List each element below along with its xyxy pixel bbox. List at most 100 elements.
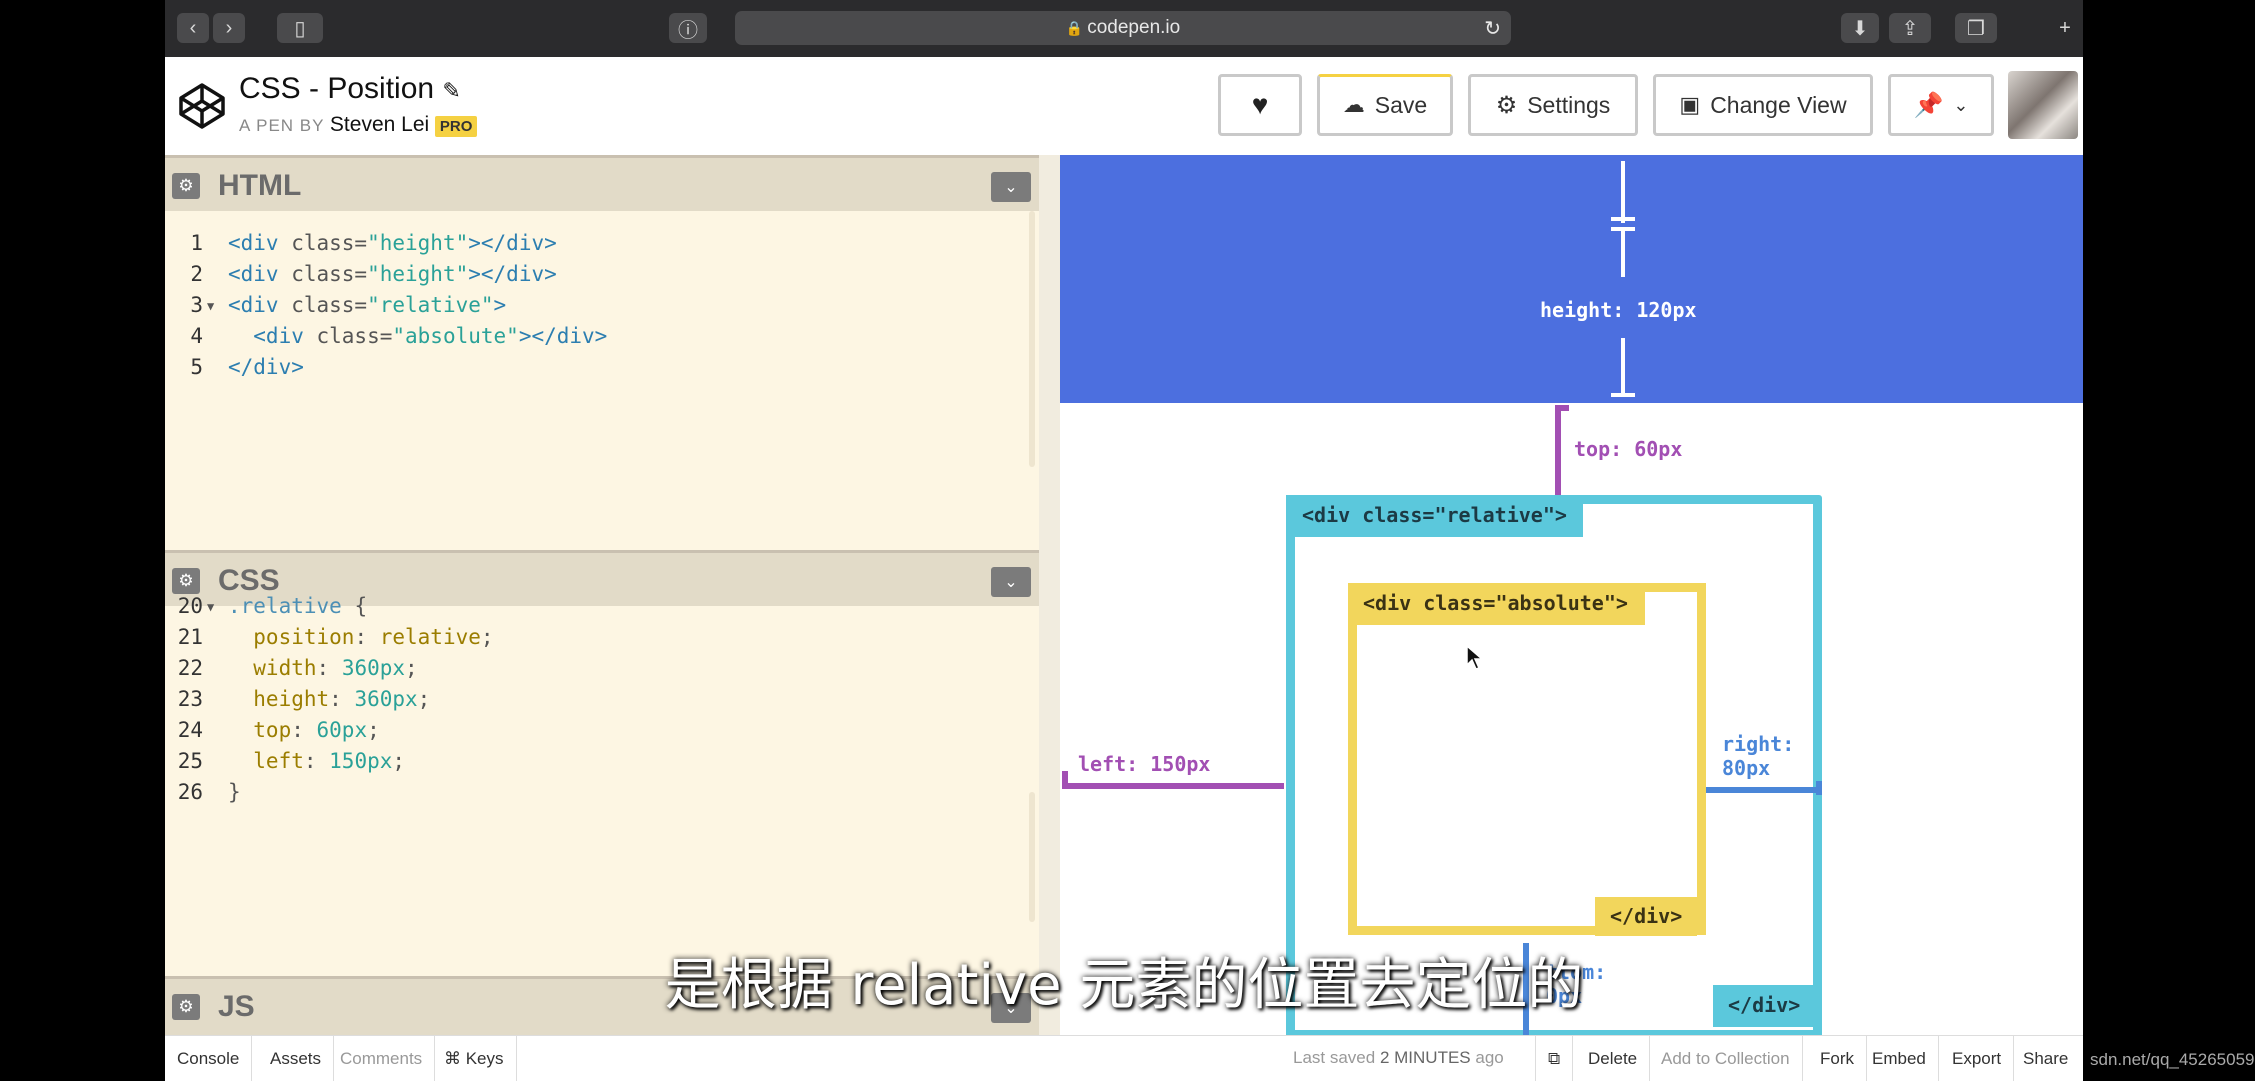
code-token: height <box>228 687 330 711</box>
code-token: class= <box>278 231 368 255</box>
css-settings-button[interactable]: ⚙ <box>172 568 200 594</box>
pencil-icon[interactable]: ✎ <box>442 78 461 103</box>
password-button[interactable]: ⓘ <box>669 13 707 43</box>
css-collapse-button[interactable]: ⌄ <box>991 567 1031 597</box>
line-number: 21 <box>177 625 203 649</box>
downloads-button[interactable]: ⬇ <box>1841 13 1879 43</box>
html-settings-button[interactable]: ⚙ <box>172 173 200 199</box>
css-code-area[interactable]: 20▼.relative {21 position: relative;22 w… <box>165 594 1039 976</box>
delete-button[interactable]: Delete <box>1576 1036 1651 1081</box>
code-token: left <box>228 749 304 773</box>
change-view-button[interactable]: ▣ Change View <box>1653 74 1873 136</box>
left-marker-cap <box>1062 771 1068 789</box>
address-bar[interactable]: 🔒 codepen.io ↻ <box>735 11 1511 45</box>
code-token: "height" <box>367 231 469 255</box>
chevron-down-icon: ⌄ <box>1004 1000 1018 1017</box>
share-button[interactable]: Share <box>2023 1048 2069 1068</box>
line-number: 5 <box>190 355 203 379</box>
download-icon: ⬇ <box>1851 17 1869 40</box>
share-browser-button[interactable]: ⇪ <box>1889 13 1931 43</box>
save-label: Save <box>1374 91 1428 118</box>
fork-button[interactable]: Fork <box>1808 1036 1867 1081</box>
code-token: class= <box>303 324 393 348</box>
resize-handle[interactable] <box>1039 155 1060 1035</box>
new-tab-button[interactable]: + <box>2051 13 2079 43</box>
html-collapse-button[interactable]: ⌄ <box>991 172 1031 202</box>
height-marker-bottom-cap <box>1611 393 1635 397</box>
code-token: width <box>228 656 317 680</box>
absolute-open-tag: <div class="absolute"> <box>1348 583 1645 625</box>
code-token: 60px <box>316 718 368 742</box>
tabs-icon: ❐ <box>1967 17 1985 40</box>
reload-icon[interactable]: ↻ <box>1484 17 1501 40</box>
code-text: <div class="relative"> <box>228 293 506 317</box>
fold-arrow-icon[interactable]: ▼ <box>207 299 215 313</box>
author-link[interactable]: Steven Lei <box>329 113 430 136</box>
view-icon: ▣ <box>1679 92 1701 117</box>
assets-button[interactable]: Assets <box>258 1036 335 1081</box>
code-token: ; <box>480 625 494 649</box>
height-label: height: 120px <box>1540 298 1697 322</box>
js-editor-title: JS <box>218 990 255 1023</box>
last-saved-suffix: ago <box>1475 1048 1504 1067</box>
bottom-label: ttom: 0px <box>1546 960 1606 1008</box>
last-saved-time: 2 MINUTES <box>1379 1048 1471 1067</box>
css-scrollbar[interactable] <box>1029 792 1035 922</box>
height-marker-top <box>1621 161 1625 223</box>
code-text: position: relative; <box>228 625 494 649</box>
top-marker <box>1555 405 1561 497</box>
right-marker <box>1706 787 1822 793</box>
video-subtitle: 是根据 relative 元素的位置去定位的 <box>664 953 1584 1018</box>
tabs-button[interactable]: ❐ <box>1955 13 1997 43</box>
embed-button[interactable]: Embed <box>1860 1036 1939 1081</box>
sidebar-toggle-button[interactable]: ▯ <box>277 13 323 43</box>
preview-pane: height: 120px top: 60px left: 150px <div… <box>1060 155 2083 1039</box>
code-token: ; <box>367 718 380 742</box>
css-editor-title: CSS <box>218 564 280 597</box>
code-text: left: 150px; <box>228 749 405 773</box>
line-number: 20 <box>177 594 203 618</box>
pen-title[interactable]: CSS - Position ✎ <box>239 72 461 106</box>
external-view-button[interactable]: ⧉ <box>1535 1036 1574 1081</box>
last-saved: Last saved 2 MINUTES ago <box>1293 1048 1504 1068</box>
js-settings-button[interactable]: ⚙ <box>172 994 200 1020</box>
love-button[interactable]: ♥ <box>1218 74 1302 136</box>
js-collapse-button[interactable]: ⌄ <box>991 993 1031 1023</box>
code-token: <div <box>228 231 279 255</box>
relative-close-tag: </div> <box>1713 985 1816 1027</box>
mouse-cursor-icon <box>1466 644 1485 670</box>
chevron-down-icon: ⌄ <box>1953 94 1969 115</box>
line-number: 22 <box>177 656 203 680</box>
code-token: 150px <box>329 749 393 773</box>
code-token: ></div> <box>518 324 608 348</box>
absolute-close-tag: </div> <box>1595 897 1698 936</box>
code-token: : <box>316 656 342 680</box>
js-editor-header: ⚙ JS ⌄ <box>165 976 1039 1035</box>
code-token: : <box>291 718 317 742</box>
forward-button[interactable]: › <box>213 13 245 43</box>
gear-icon: ⚙ <box>178 571 194 590</box>
codepen-logo-icon[interactable] <box>177 81 227 131</box>
keys-button[interactable]: ⌘ Keys <box>432 1036 517 1081</box>
save-button[interactable]: ☁ Save <box>1317 74 1453 136</box>
settings-button[interactable]: ⚙ Settings <box>1468 74 1638 136</box>
add-to-collection-button[interactable]: Add to Collection <box>1649 1036 1803 1081</box>
code-token: position <box>228 625 355 649</box>
height-marker-cap <box>1611 217 1635 221</box>
html-scrollbar[interactable] <box>1029 211 1035 467</box>
pin-button[interactable]: 📌 ⌄ <box>1888 74 1994 136</box>
avatar[interactable] <box>2008 71 2078 139</box>
top-marker-cap <box>1555 405 1569 411</box>
comments-button[interactable]: Comments <box>328 1036 436 1081</box>
line-number: 26 <box>177 780 203 804</box>
console-button[interactable]: Console <box>165 1036 253 1081</box>
code-token: ; <box>417 687 431 711</box>
plus-icon: + <box>2059 16 2071 39</box>
fold-arrow-icon[interactable]: ▼ <box>207 600 215 614</box>
export-button[interactable]: Export <box>1940 1036 2015 1081</box>
heart-icon: ♥ <box>1251 89 1269 120</box>
back-button[interactable]: ‹ <box>177 13 209 43</box>
code-token: <div <box>228 262 279 286</box>
code-token: class= <box>278 262 368 286</box>
html-code-area[interactable]: 1<div class="height"></div>2<div class="… <box>165 211 1039 550</box>
